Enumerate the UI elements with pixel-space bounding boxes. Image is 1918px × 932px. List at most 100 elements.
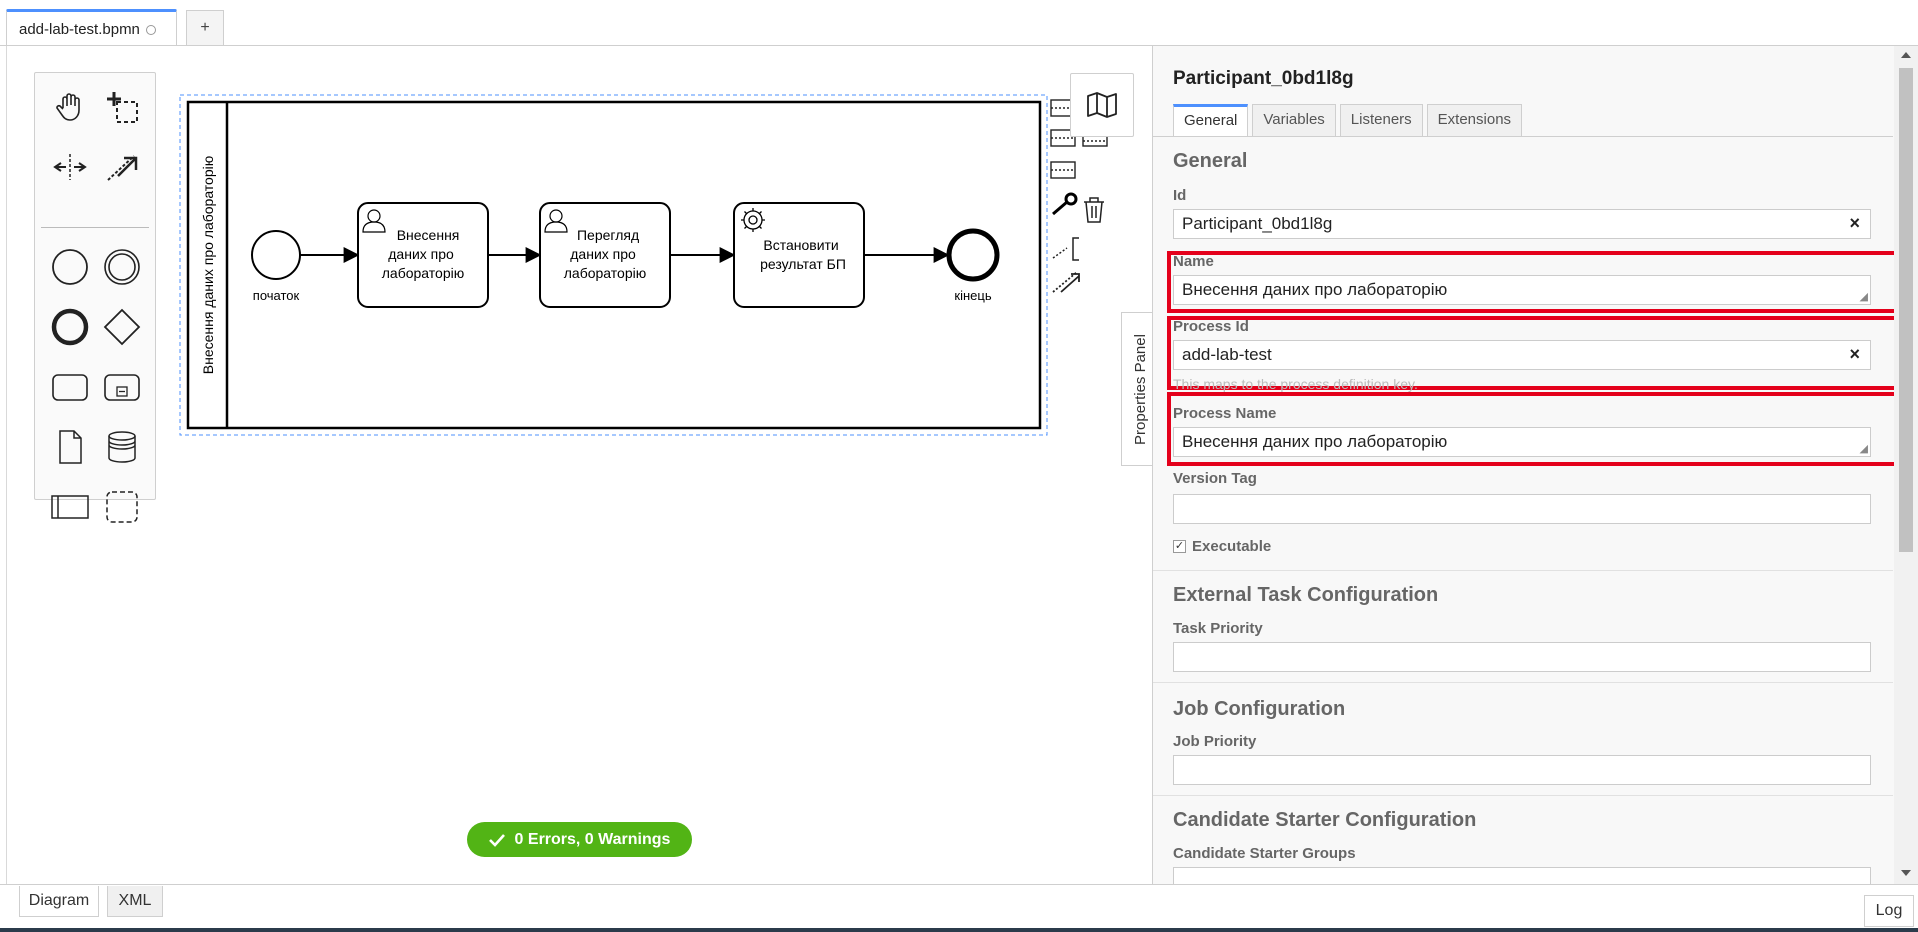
svg-text:Встановити результат Б: Встановити результат БП (760, 237, 846, 272)
group-title-external-task: External Task Configuration (1173, 584, 1439, 606)
name-label: Name (1173, 253, 1214, 270)
process-name-label: Process Name (1173, 405, 1277, 422)
properties-scrollbar[interactable] (1894, 46, 1918, 884)
footer-bar: Diagram XML Log (0, 884, 1918, 932)
end-event[interactable] (946, 228, 1000, 282)
task-priority-input[interactable] (1173, 642, 1871, 672)
scroll-down-icon[interactable] (1901, 870, 1911, 876)
resize-grip-icon[interactable]: ◢ (1859, 443, 1868, 455)
gateway-tool-icon[interactable] (98, 303, 146, 351)
linting-status-label: 0 Errors, 0 Warnings (514, 830, 671, 848)
group-tool-icon[interactable] (98, 483, 146, 531)
taskbar-strip (0, 928, 1918, 932)
process-id-label: Process Id (1173, 318, 1249, 335)
map-icon (1087, 92, 1117, 118)
intermediate-event-tool-icon[interactable] (98, 243, 146, 291)
lane-below-icon[interactable] (1050, 161, 1076, 179)
tab-file-label: add-lab-test.bpmn (19, 21, 140, 38)
task2-line1: Перегляд (577, 227, 639, 243)
data-object-tool-icon[interactable] (46, 423, 94, 471)
pool-tool-icon[interactable] (46, 483, 94, 531)
properties-tabs: General Variables Listeners Extensions (1173, 104, 1523, 136)
gear-icon (741, 208, 765, 232)
connect-icon[interactable] (1052, 271, 1080, 293)
id-field[interactable]: Participant_0bd1l8g × (1173, 209, 1871, 239)
diagram-canvas[interactable]: Внесення даних про лабораторію початок В… (6, 46, 1159, 884)
minimap-toggle-button[interactable] (1070, 73, 1134, 137)
version-tag-label: Version Tag (1173, 470, 1257, 487)
start-event-tool-icon[interactable] (46, 243, 94, 291)
name-field[interactable]: Внесення даних про лабораторію ◢ (1173, 275, 1871, 305)
user-task-enter-lab-data[interactable]: Внесення даних про лабораторію (357, 202, 489, 308)
group-separator (1153, 570, 1893, 571)
resize-grip-icon[interactable]: ◢ (1859, 291, 1868, 303)
user-task-view-lab-data[interactable]: Перегляд даних про лабораторію (539, 202, 671, 308)
hand-tool-icon[interactable] (46, 83, 94, 131)
lane-divide-two-icon[interactable] (1050, 129, 1076, 147)
end-event-tool-icon[interactable] (46, 303, 94, 351)
start-event-label: початок (253, 288, 300, 303)
executable-row: ✓ Executable (1173, 538, 1271, 555)
tab-listeners[interactable]: Listeners (1339, 104, 1423, 136)
properties-tabs-divider (1153, 136, 1893, 137)
wrench-icon[interactable] (1052, 192, 1078, 216)
tab-bar-divider (0, 45, 1918, 46)
tab-general[interactable]: General (1173, 104, 1249, 136)
version-tag-input[interactable] (1173, 494, 1871, 524)
space-tool-icon[interactable] (46, 143, 94, 191)
id-label: Id (1173, 187, 1187, 204)
pool-selection-outline (179, 94, 1048, 436)
name-field-value: Внесення даних про лабораторію (1182, 280, 1448, 299)
task1-line3: лабораторію (382, 265, 464, 281)
executable-checkbox[interactable]: ✓ (1173, 540, 1186, 553)
scroll-up-icon[interactable] (1901, 52, 1911, 58)
log-button[interactable]: Log (1864, 895, 1914, 927)
job-priority-label: Job Priority (1173, 733, 1257, 750)
properties-panel-title: Participant_0bd1l8g (1173, 68, 1354, 89)
palette-separator (41, 227, 149, 228)
global-connect-tool-icon[interactable] (98, 143, 146, 191)
trash-icon[interactable] (1084, 197, 1104, 223)
task2-line2: даних про (570, 246, 636, 262)
tab-bar: add-lab-test.bpmn + (0, 0, 1918, 46)
svg-text:Внесення даних про: Внесення даних про лабораторію (382, 227, 464, 281)
tab-extensions[interactable]: Extensions (1426, 104, 1523, 136)
tab-diagram[interactable]: Diagram (19, 886, 99, 917)
linting-status-button[interactable]: 0 Errors, 0 Warnings (467, 822, 692, 857)
text-annotation-icon[interactable] (1052, 237, 1079, 261)
properties-panel-toggle-label: Properties Panel (1132, 333, 1149, 445)
candidate-starter-groups-input[interactable] (1173, 867, 1871, 884)
process-id-clear-icon[interactable]: × (1849, 344, 1860, 364)
add-tab-button[interactable]: + (186, 10, 224, 45)
process-id-field[interactable]: add-lab-test × (1173, 340, 1871, 370)
unsaved-indicator-icon (145, 25, 156, 35)
process-id-field-value: add-lab-test (1182, 345, 1272, 364)
task1-line1: Внесення (397, 227, 460, 243)
subprocess-tool-icon[interactable] (98, 363, 146, 411)
scroll-thumb[interactable] (1899, 68, 1913, 552)
task1-line2: даних про (388, 246, 454, 262)
job-priority-input[interactable] (1173, 755, 1871, 785)
lasso-tool-icon[interactable] (98, 83, 146, 131)
user-task-icon (362, 209, 386, 233)
task2-line3: лабораторію (564, 265, 646, 281)
start-event[interactable] (251, 230, 301, 280)
check-icon (488, 833, 505, 847)
id-clear-icon[interactable]: × (1849, 213, 1860, 233)
group-title-job: Job Configuration (1173, 698, 1346, 720)
data-store-tool-icon[interactable] (98, 423, 146, 471)
id-field-value: Participant_0bd1l8g (1182, 214, 1333, 233)
group-title-general: General (1173, 150, 1248, 172)
process-name-field[interactable]: Внесення даних про лабораторію ◢ (1173, 427, 1871, 457)
service-task-set-result[interactable]: Встановити результат БП (733, 202, 865, 308)
svg-text:Перегляд даних про: Перегляд даних про лабораторію (564, 227, 646, 281)
tab-xml[interactable]: XML (107, 886, 163, 917)
tab-variables[interactable]: Variables (1252, 104, 1336, 136)
properties-panel: Participant_0bd1l8g General Variables Li… (1152, 46, 1918, 884)
task-tool-icon[interactable] (46, 363, 94, 411)
task3-line1: Встановити (763, 237, 838, 253)
executable-label: Executable (1192, 538, 1272, 555)
bpmn-diagram: Внесення даних про лабораторію початок В… (179, 94, 1048, 436)
tab-file-add-lab-test[interactable]: add-lab-test.bpmn (6, 9, 177, 46)
tool-palette (34, 72, 156, 523)
